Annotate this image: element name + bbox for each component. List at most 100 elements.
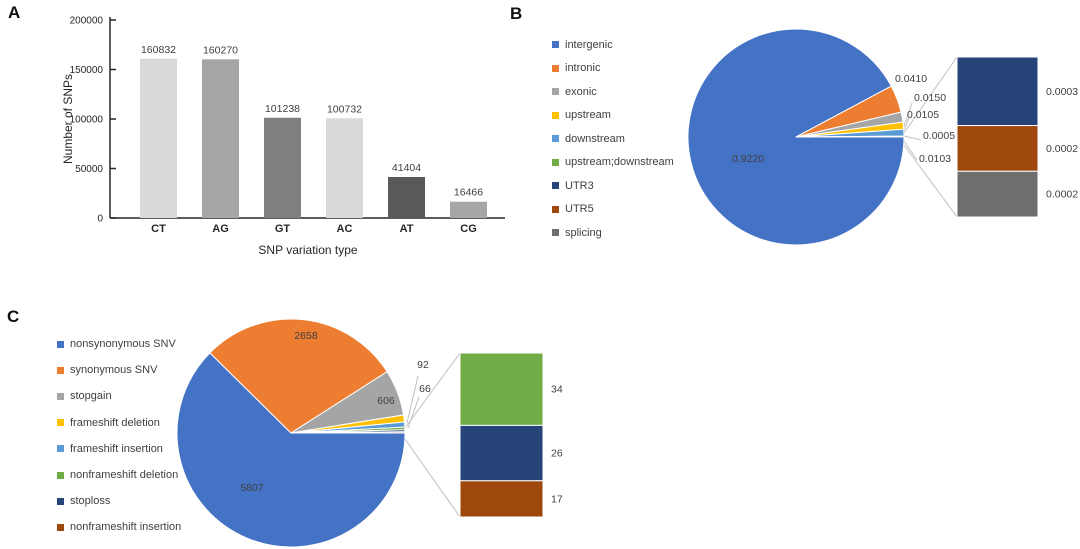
legend-label: UTR3 bbox=[565, 179, 594, 192]
legend-panel-b: intergenic intronic exonic upstream downstre… bbox=[552, 33, 674, 245]
legend-label: exonic bbox=[565, 85, 597, 98]
bar-value-label: 160270 bbox=[203, 44, 238, 56]
x-category-label: AT bbox=[400, 223, 414, 235]
legend-item-intronic: intronic bbox=[552, 57, 674, 81]
breakout-segment-splicing bbox=[956, 170, 1039, 218]
legend-label: nonframeshift deletion bbox=[70, 469, 179, 482]
x-category-label: AG bbox=[212, 223, 229, 235]
connector-line bbox=[903, 140, 918, 161]
y-tick-label: 150000 bbox=[70, 65, 104, 76]
bar-value-label: 100732 bbox=[327, 103, 362, 115]
legend-label: stoploss bbox=[70, 495, 111, 508]
x-category-label: CG bbox=[460, 223, 477, 235]
y-axis-title: Number of SNPs bbox=[61, 74, 75, 164]
connector-line bbox=[903, 56, 958, 134]
panel-c-label: C bbox=[7, 307, 20, 326]
breakout-value-label: 34 bbox=[551, 384, 563, 396]
x-category-label: AC bbox=[337, 223, 353, 235]
legend-item-frameshift-deletion: frameshift deletion bbox=[57, 410, 181, 436]
legend-label: upstream;downstream bbox=[565, 156, 674, 169]
connector-line bbox=[404, 438, 461, 518]
breakout-segment-nonframeshift-deletion bbox=[459, 352, 544, 426]
legend-label: upstream bbox=[565, 109, 611, 122]
legend-swatch-icon bbox=[552, 205, 559, 213]
pie-slice-label: 0.0005 bbox=[923, 130, 955, 142]
legend-item-synonymous-snv: synonymous SNV bbox=[57, 357, 181, 383]
pie-slice-label: 5807 bbox=[240, 482, 264, 494]
legend-label: intronic bbox=[565, 62, 601, 75]
panel-a-label: A bbox=[8, 3, 21, 22]
bar-value-label: 16466 bbox=[454, 187, 483, 199]
legend-label: frameshift insertion bbox=[70, 442, 163, 455]
bar-cg bbox=[450, 201, 487, 218]
breakout-value-label: 0.0003 bbox=[1046, 86, 1078, 98]
y-tick-label: 100000 bbox=[70, 115, 104, 126]
legend-item-splicing: splicing bbox=[552, 221, 674, 245]
legend-swatch-icon bbox=[57, 523, 64, 531]
breakout-segment-utr5 bbox=[956, 125, 1039, 172]
breakout-segment-nonframeshift-insertion bbox=[459, 480, 544, 518]
pie-slice-nonsynonymous-snv bbox=[176, 352, 406, 548]
x-axis-title: SNP variation type bbox=[258, 243, 357, 257]
legend-item-upstream: upstream bbox=[552, 104, 674, 128]
bar-ag bbox=[202, 59, 239, 218]
legend-swatch-icon bbox=[552, 135, 559, 143]
y-tick-label: 50000 bbox=[75, 164, 103, 175]
legend-item-stopgain: stopgain bbox=[57, 383, 181, 409]
breakout-segment-utr3 bbox=[956, 56, 1039, 127]
connector-line bbox=[406, 375, 419, 424]
legend-swatch-icon bbox=[57, 392, 64, 400]
connector-line bbox=[903, 117, 910, 131]
breakout-value-label: 0.0002 bbox=[1046, 189, 1078, 201]
connector-line bbox=[407, 396, 420, 429]
legend-swatch-icon bbox=[57, 366, 64, 374]
pie-slice-synonymous-snv bbox=[209, 318, 388, 434]
legend-label: stopgain bbox=[70, 390, 112, 403]
legend-swatch-icon bbox=[57, 340, 64, 348]
bar-ct bbox=[140, 58, 177, 218]
bar-value-label: 101238 bbox=[265, 103, 300, 115]
bar-at bbox=[388, 177, 425, 218]
legend-label: downstream bbox=[565, 132, 625, 145]
legend-label: synonymous SNV bbox=[70, 364, 158, 377]
pie-slice-label: 0.0105 bbox=[907, 109, 939, 121]
breakout-value-label: 26 bbox=[551, 448, 563, 460]
legend-item-upstream-downstream: upstream;downstream bbox=[552, 151, 674, 175]
legend-item-intergenic: intergenic bbox=[552, 33, 674, 57]
bar-gt bbox=[264, 117, 301, 218]
legend-label: nonframeshift insertion bbox=[70, 521, 182, 534]
pie-slice-label: 0.0103 bbox=[919, 153, 951, 165]
legend-item-frameshift-insertion: frameshift insertion bbox=[57, 436, 181, 462]
breakout-value-label: 17 bbox=[551, 493, 563, 505]
legend-item-exonic: exonic bbox=[552, 80, 674, 104]
legend-item-nonframeshift-deletion: nonframeshift deletion bbox=[57, 462, 181, 488]
y-tick-label: 200000 bbox=[70, 16, 104, 27]
legend-panel-c: nonsynonymous SNV synonymous SNV stopgain f… bbox=[57, 331, 181, 541]
pie-slice-label: 66 bbox=[419, 383, 431, 395]
legend-swatch-icon bbox=[57, 471, 64, 479]
legend-label: nonsynonymous SNV bbox=[70, 338, 176, 351]
panel-b-label: B bbox=[510, 4, 523, 23]
bar-value-label: 160832 bbox=[141, 44, 176, 56]
x-category-label: GT bbox=[275, 223, 291, 235]
connector-line bbox=[903, 102, 913, 127]
pie-slice-nonframeshift-insertion bbox=[290, 431, 406, 434]
legend-swatch-icon bbox=[57, 445, 64, 453]
pie-slice-label: 0.0150 bbox=[914, 92, 946, 104]
legend-label: splicing bbox=[565, 226, 602, 239]
legend-item-stoploss: stoploss bbox=[57, 488, 181, 514]
legend-swatch-icon bbox=[552, 182, 559, 190]
bar-chart-a: 050000100000150000200000160832CT160270AG… bbox=[61, 16, 505, 257]
legend-item-nonsynonymous-snv: nonsynonymous SNV bbox=[57, 331, 181, 357]
pie-slice-label: 2658 bbox=[294, 330, 318, 342]
bar-ac bbox=[326, 118, 363, 218]
y-tick-label: 0 bbox=[97, 214, 103, 225]
connector-line bbox=[903, 144, 958, 218]
pie-chart-b: 0.92200.04100.01500.01050.01030.00050.00… bbox=[687, 28, 1078, 246]
legend-item-nonframeshift-insertion: nonframeshift insertion bbox=[57, 514, 181, 540]
legend-swatch-icon bbox=[57, 419, 64, 427]
legend-label: frameshift deletion bbox=[70, 416, 160, 429]
pie-slice-label: 0.0410 bbox=[895, 73, 927, 85]
